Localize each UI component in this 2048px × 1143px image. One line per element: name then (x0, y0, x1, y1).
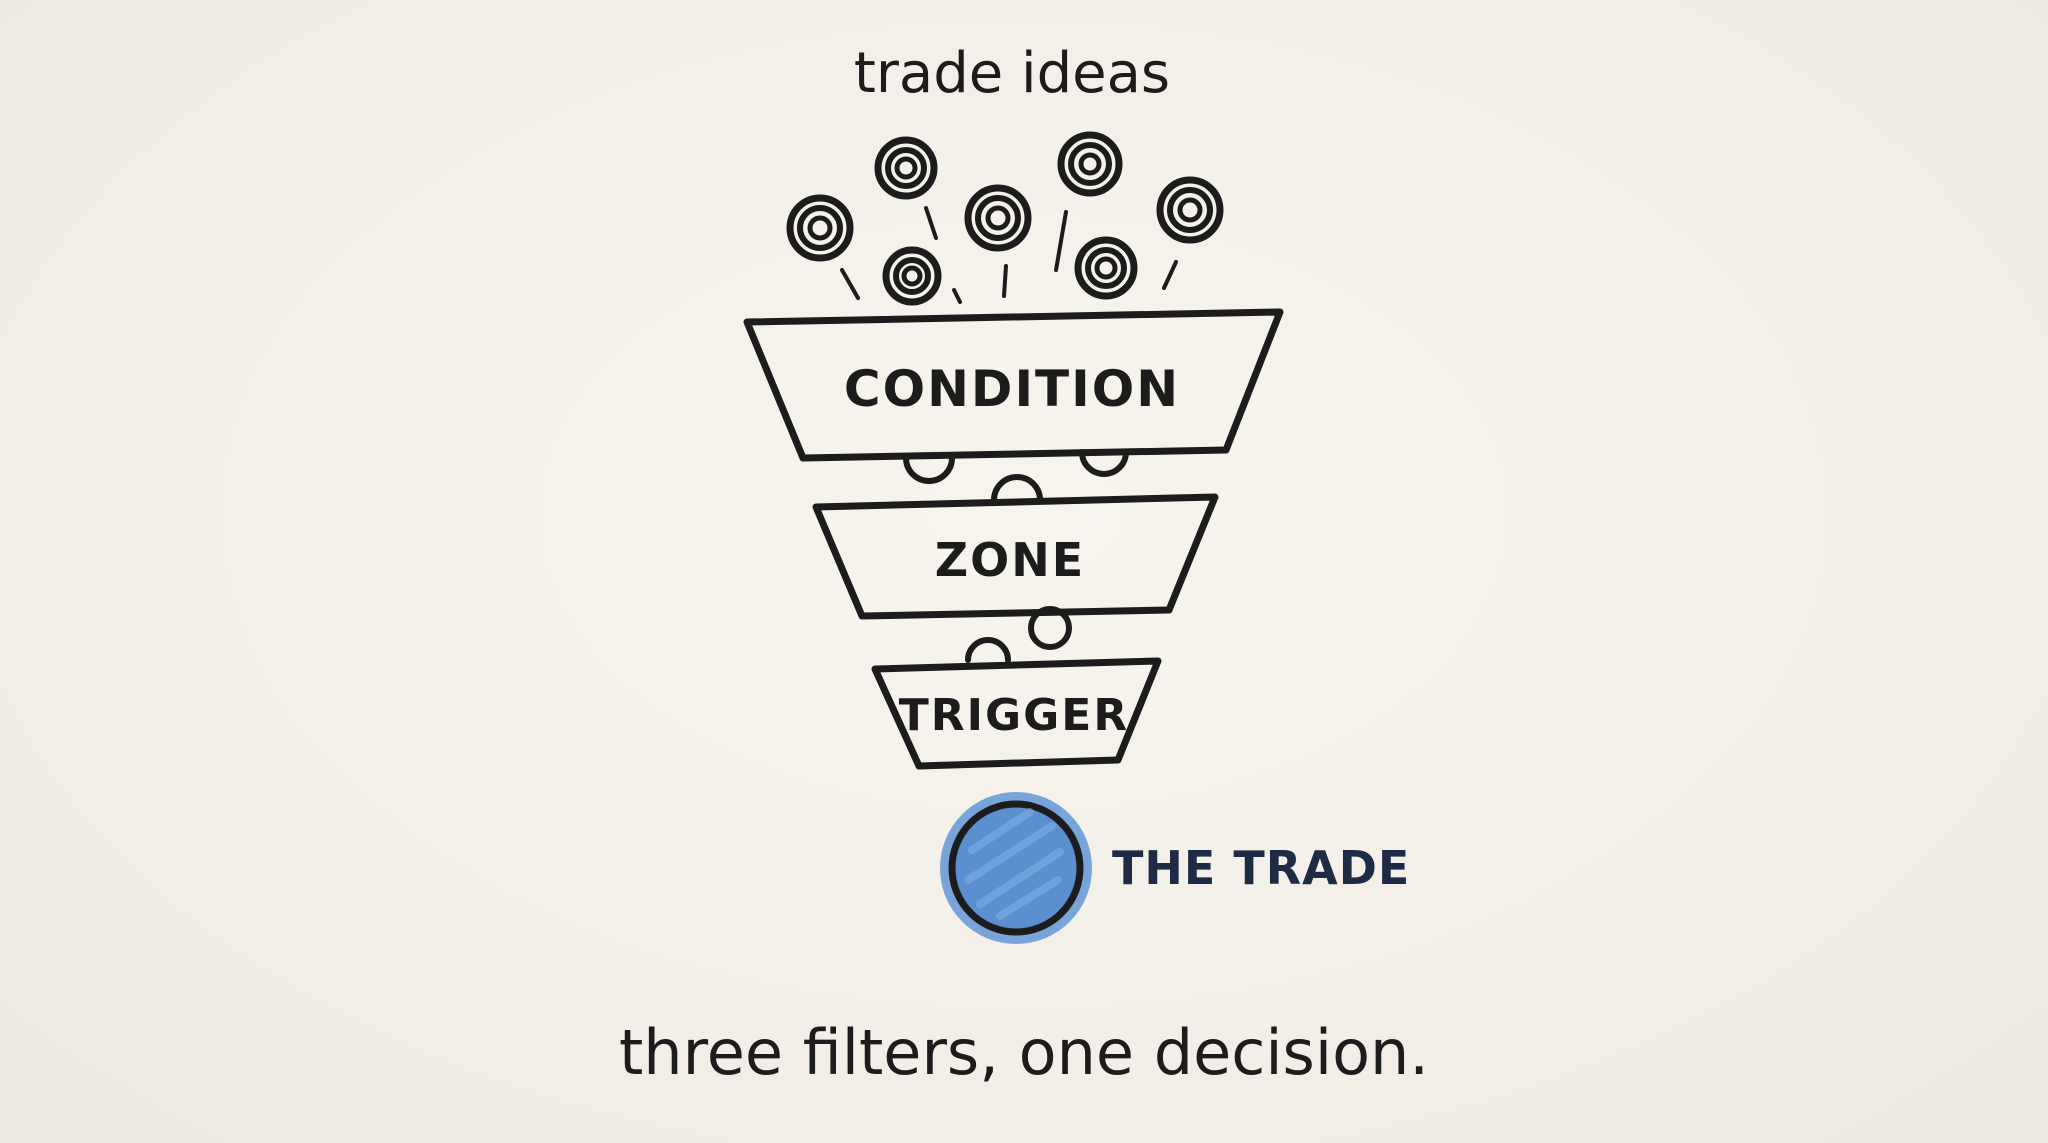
idea-ball (1074, 236, 1138, 300)
trigger-filter (871, 657, 1162, 770)
zone-filter (812, 493, 1219, 620)
idea-ball (882, 246, 942, 306)
trade-circle (940, 792, 1092, 944)
motion-lines (840, 206, 1178, 304)
trade-label: THE TRADE (1112, 841, 1410, 895)
idea-ball (1057, 131, 1123, 197)
condition-filter (743, 308, 1284, 462)
condition-label: CONDITION (844, 360, 1180, 418)
idea-ball (964, 184, 1032, 252)
zone-label: ZONE (935, 533, 1085, 587)
idea-ball (786, 194, 854, 262)
trigger-label: TRIGGER (899, 690, 1129, 741)
passing-ideas-2 (965, 606, 1072, 663)
diagram-title: trade ideas (854, 41, 1170, 106)
idea-ball (1156, 176, 1224, 244)
idea-balls (786, 131, 1224, 306)
passing-ideas-1 (903, 449, 1129, 503)
diagram-caption: three filters, one decision. (619, 1016, 1429, 1089)
idea-ball (874, 136, 938, 200)
